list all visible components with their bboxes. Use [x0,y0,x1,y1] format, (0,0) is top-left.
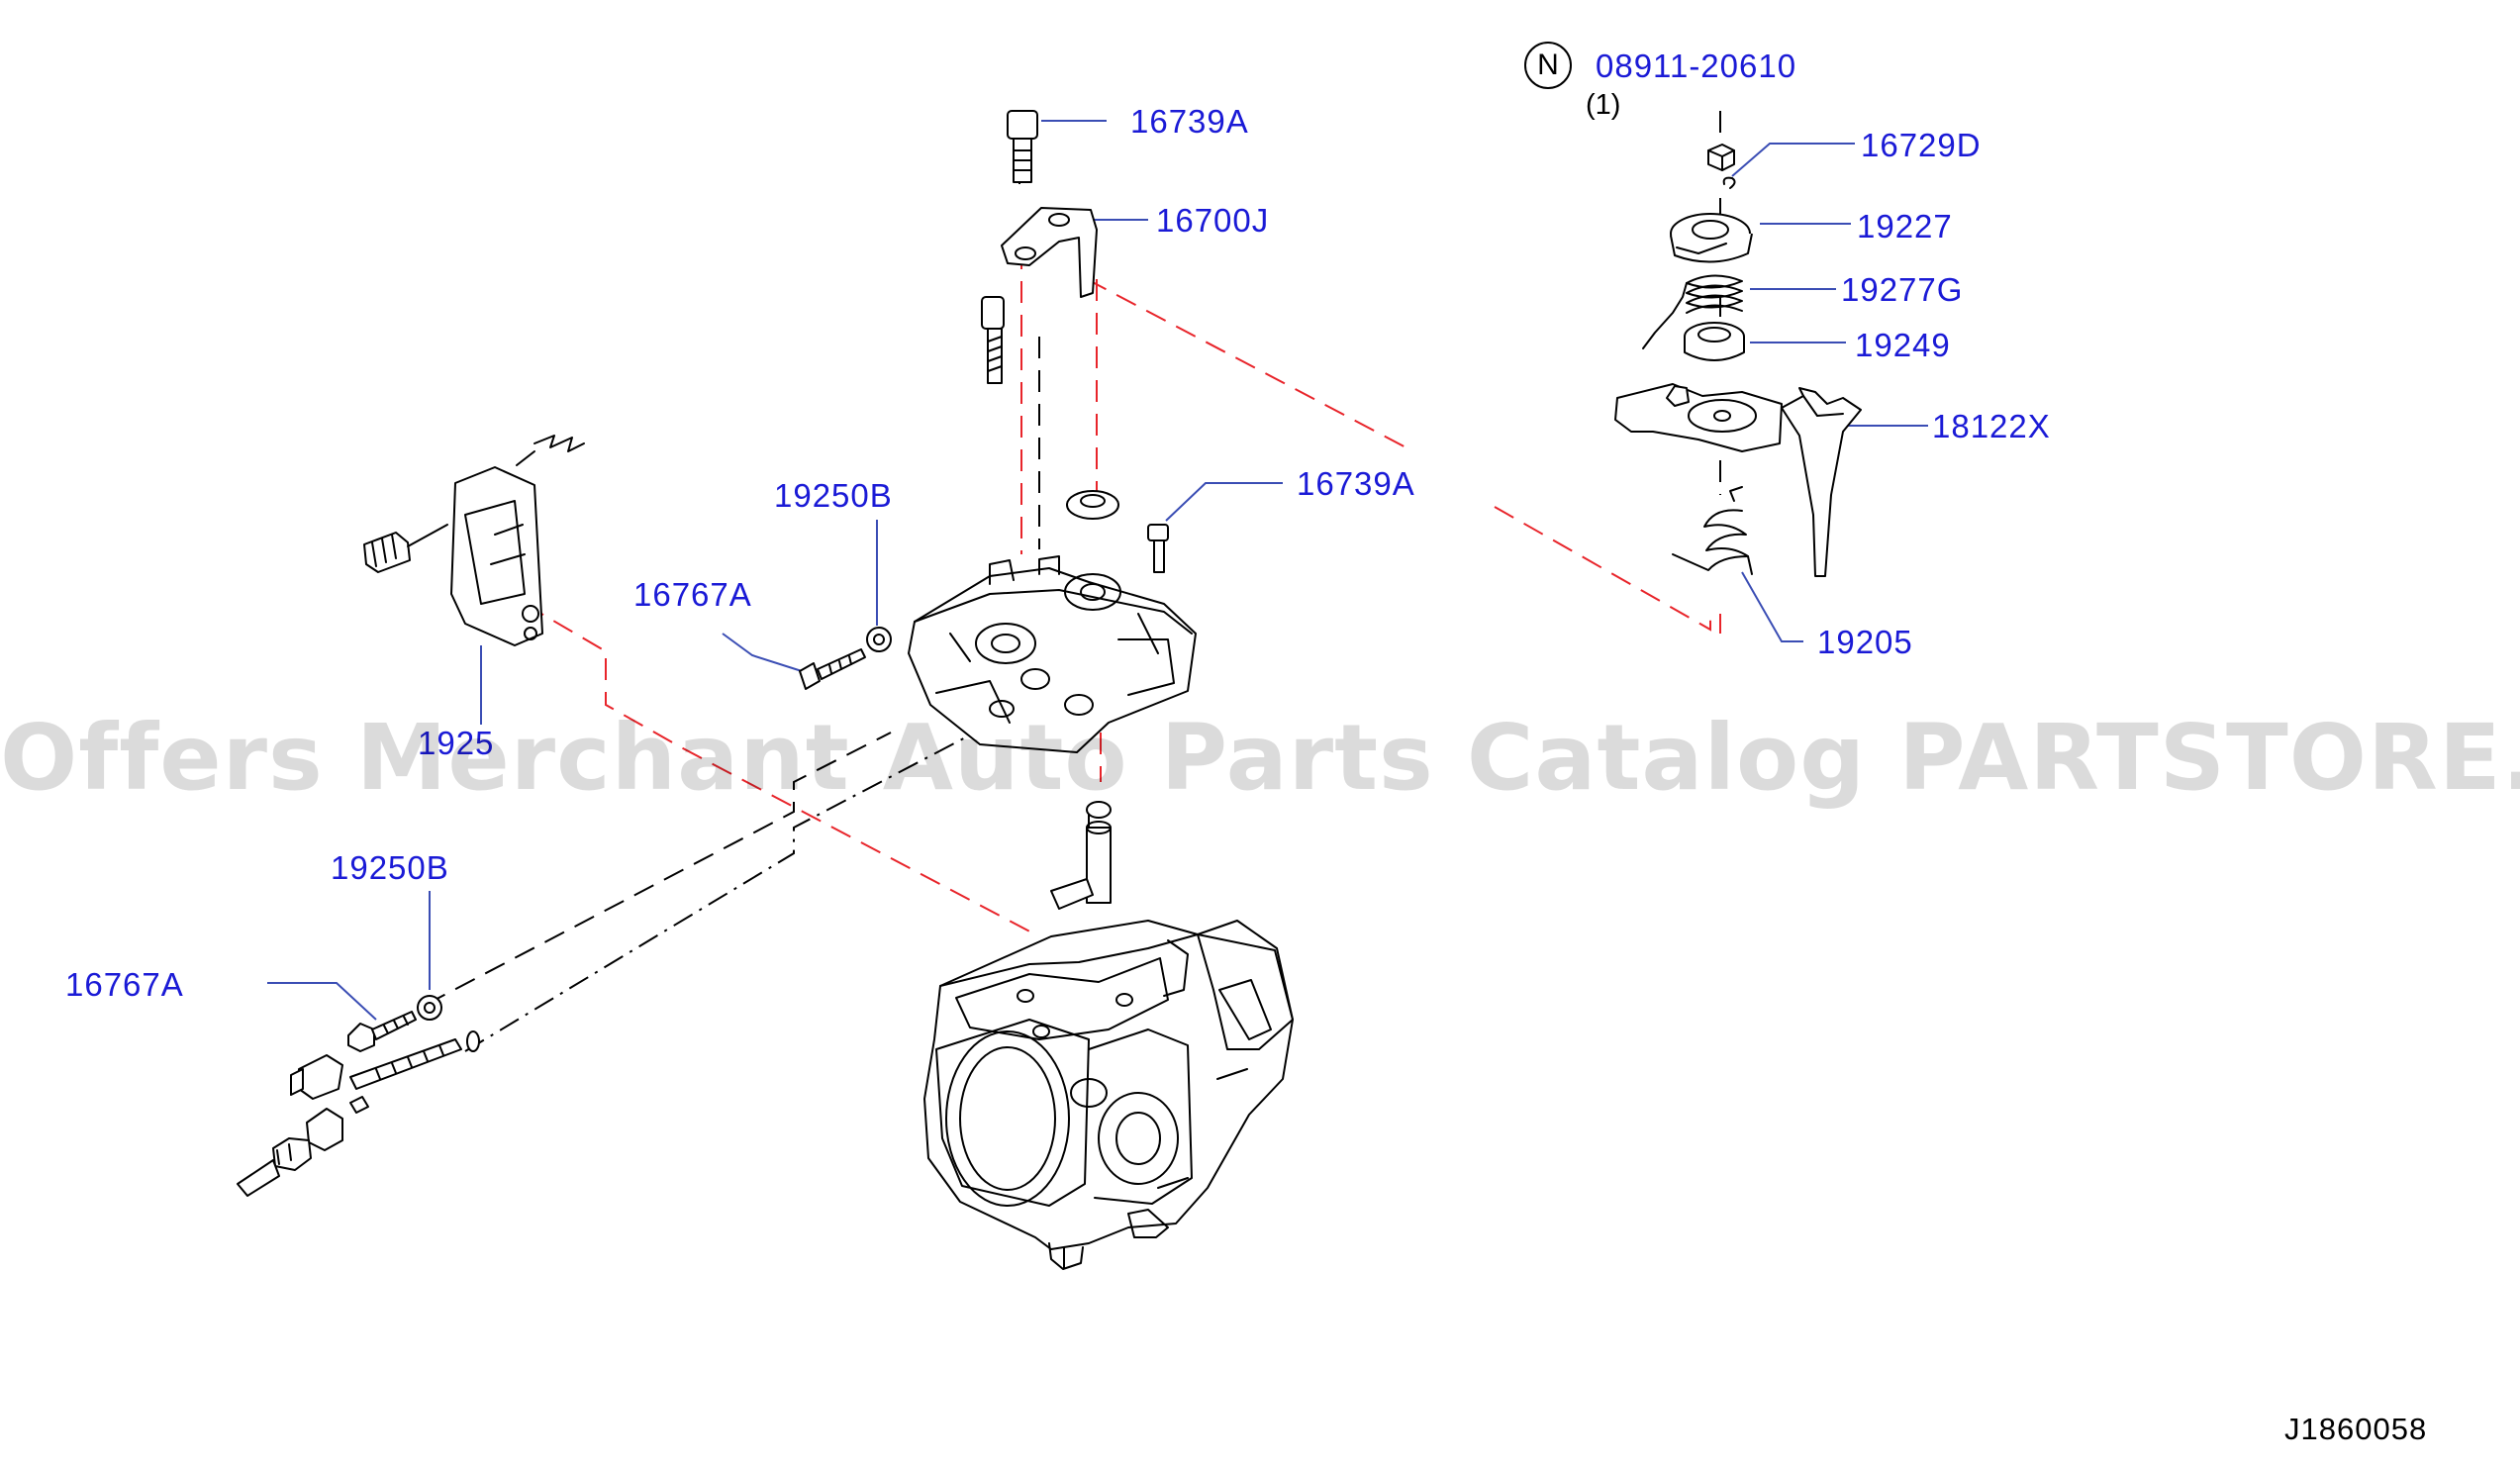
spring-19277g[interactable] [1642,274,1743,349]
label-16700j[interactable]: 16700J [1156,202,1270,239]
governor-lever-18122x[interactable] [1614,383,1862,577]
label-16729d[interactable]: 16729D [1861,127,1982,163]
label-19250b-low[interactable]: 19250B [331,849,449,886]
label-16767a-mid[interactable]: 16767A [633,576,752,613]
new-part-badge: N [1524,42,1572,89]
collar-19249[interactable] [1684,322,1745,361]
stud-bolt[interactable] [981,296,1005,384]
bracket-16700j[interactable] [1001,207,1098,298]
label-16739a-top[interactable]: 16739A [1130,103,1249,140]
pump-housing[interactable] [923,920,1294,1270]
washer-top[interactable] [1066,490,1119,520]
bolt-16739a-top[interactable] [1007,110,1038,183]
label-19249[interactable]: 19249 [1855,327,1951,363]
quantity-note: (1) [1586,89,1621,121]
nut-19250b-low[interactable] [417,995,442,1021]
label-19250b-mid[interactable]: 19250B [774,477,893,514]
nut-16729d[interactable] [1707,144,1736,189]
label-16739a-mid[interactable]: 16739A [1297,465,1415,502]
bolt-16739a-mid[interactable] [1147,524,1169,573]
leader-lines [267,120,1928,1021]
label-1925-partial[interactable]: 1925 [418,725,495,761]
label-16767a-low[interactable]: 16767A [65,966,184,1003]
nut-19250b-mid[interactable] [866,627,892,652]
diagram-code: J1860058 [2284,1412,2428,1446]
shaft-pin[interactable] [1050,801,1112,910]
label-19205[interactable]: 19205 [1817,624,1913,660]
label-18122x[interactable]: 18122X [1932,408,2051,444]
label-19277g[interactable]: 19277G [1841,271,1964,308]
label-08911-20610[interactable]: 08911-20610 [1596,48,1797,84]
stop-lever-assembly[interactable] [363,435,585,646]
spring-seat-19227[interactable] [1670,213,1753,263]
spring-19205[interactable] [1672,486,1753,575]
adjusting-screw-upper[interactable] [290,1030,480,1100]
governor-cover[interactable] [908,555,1197,753]
screw-16767a-low[interactable] [347,1011,417,1052]
screw-16767a-mid[interactable] [799,648,866,690]
adjusting-screw-lower[interactable] [237,1096,369,1197]
label-19227[interactable]: 19227 [1857,208,1953,245]
